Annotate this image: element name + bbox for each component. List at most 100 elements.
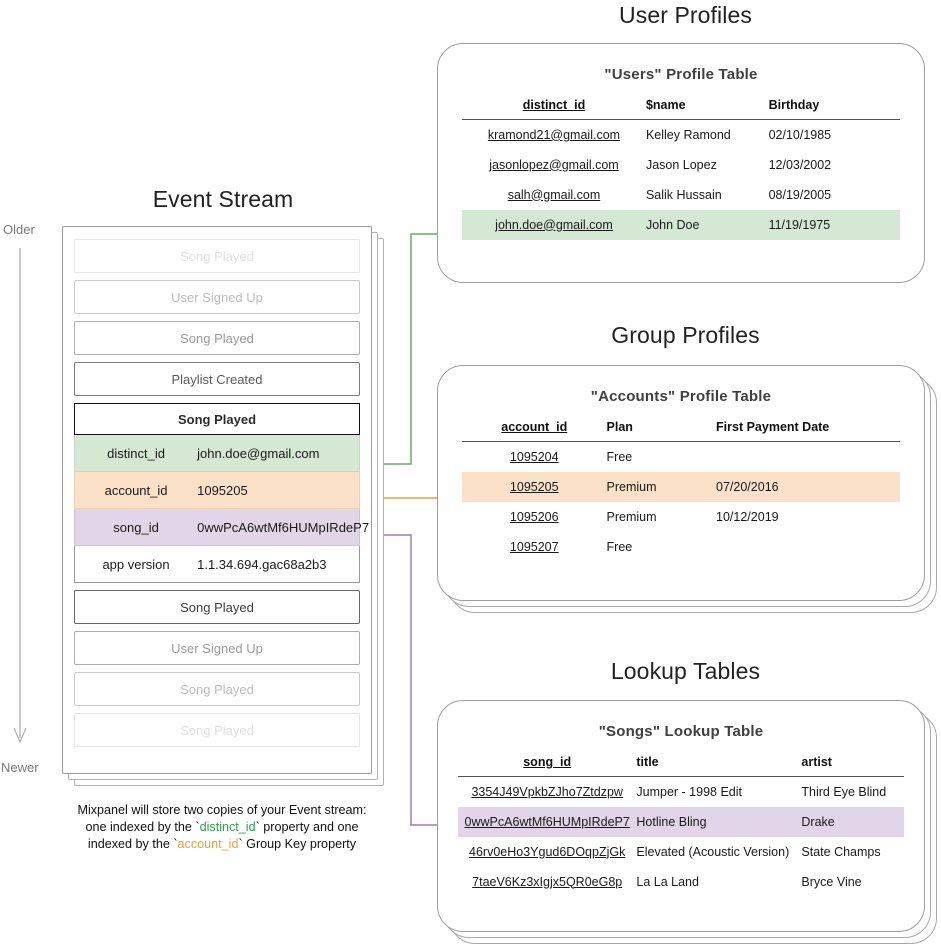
timeline-newer-label: Newer [1, 760, 39, 775]
table-row[interactable]: salh@gmail.com Salik Hussain 08/19/2005 [462, 180, 900, 210]
column-header-label: song_id [523, 755, 572, 769]
table-cell-text: John Doe [645, 217, 700, 232]
table-row[interactable]: john.doe@gmail.com John Doe 11/19/1975 [462, 209, 900, 240]
table-cell-text: Jumper - 1998 Edit [636, 784, 742, 799]
caption-text: Mixpanel will store two copies of your E… [32, 802, 412, 853]
table-cell: Jumper - 1998 Edit [636, 777, 801, 807]
table-cell: 08/19/2005 [769, 180, 900, 210]
column-header: distinct_id [462, 98, 646, 120]
table-cell-text: Third Eye Blind [801, 784, 887, 799]
column-header: $name [646, 98, 769, 120]
column-header: Plan [607, 420, 717, 442]
event-box[interactable]: Song Played [74, 672, 360, 706]
table-cell-text: 12/03/2002 [768, 157, 832, 172]
table-cell-text: 1095206 [509, 509, 559, 524]
table-cell [716, 442, 900, 472]
caption-line-3-suffix: ` Group Key property [238, 837, 357, 851]
table-cell-text: Premium [606, 509, 657, 524]
table-cell-text: 11/19/1975 [768, 217, 831, 232]
caption-line-3: indexed by the `account_id` Group Key pr… [32, 836, 412, 853]
table-cell: jasonlopez@gmail.com [462, 150, 646, 180]
lookup-tables-title: Lookup Tables [610, 658, 761, 684]
table-cell: Free [607, 442, 717, 472]
accounts-table-title: "Accounts" Profile Table [590, 388, 772, 405]
table-cell: Salik Hussain [646, 180, 769, 210]
table-cell: 1095206 [462, 502, 607, 532]
table-cell: Premium [606, 471, 717, 502]
table-cell: Jason Lopez [646, 150, 769, 180]
table-cell: Bryce Vine [801, 867, 904, 897]
table-cell: Premium [607, 502, 717, 532]
table-cell-text: john.doe@gmail.com [495, 217, 613, 232]
group-profiles-title: Group Profiles [611, 322, 760, 348]
table-cell: 10/12/2019 [716, 502, 900, 532]
table-cell-text: Hotline Bling [636, 814, 707, 829]
table-cell-text: 1095207 [509, 539, 559, 554]
caption-line-3-prefix: indexed by the ` [87, 837, 178, 851]
event-box[interactable]: Song Played [74, 713, 360, 747]
table-cell: john.doe@gmail.com [462, 209, 646, 240]
table-cell-text: Salik Hussain [645, 187, 722, 202]
event-box[interactable]: Song Played [74, 321, 360, 355]
table-row[interactable]: 1095207 Free [462, 532, 900, 562]
event-box[interactable]: Song Played [74, 239, 360, 273]
event-box[interactable]: Song Played [74, 590, 360, 624]
table-cell: 1095204 [462, 442, 607, 472]
column-header: First Payment Date [716, 420, 900, 442]
table-cell-text: 0wwPcA6wtMf6HUMpIRdeP7 [464, 814, 630, 829]
table-cell: 1095205 [462, 471, 607, 502]
table-cell-text: salh@gmail.com [507, 187, 601, 202]
event-box[interactable]: User Signed Up [74, 280, 360, 314]
table-row[interactable]: 1095206 Premium 10/12/2019 [462, 502, 900, 532]
column-header-label: distinct_id [522, 98, 586, 112]
event-property-value: 1095205 [197, 482, 248, 498]
event-property-value: 0wwPcA6wtMf6HUMpIRdeP7 [197, 519, 370, 535]
column-header: title [636, 755, 801, 777]
table-cell: John Doe [645, 209, 769, 240]
table-cell: Third Eye Blind [801, 777, 904, 807]
table-cell: Free [607, 532, 717, 562]
songs-table-title: "Songs" Lookup Table [598, 723, 764, 740]
table-cell: La La Land [636, 867, 801, 897]
table-cell-text: 02/10/1985 [768, 127, 832, 142]
table-cell: 46rv0eHo3Ygud6DOqpZjGk [458, 837, 636, 867]
column-header-label: Birthday [768, 98, 820, 112]
column-header-label: title [636, 755, 659, 769]
event-box[interactable]: User Signed Up [74, 631, 360, 665]
table-cell-text: Bryce Vine [801, 874, 862, 889]
column-header-label: artist [801, 755, 832, 769]
table-cell: Hotline Bling [636, 806, 802, 837]
table-cell [716, 532, 900, 562]
caption-line-1: Mixpanel will store two copies of your E… [77, 803, 367, 817]
table-cell-text: Free [606, 539, 633, 554]
table-cell: 7taeV6Kz3xIgjx5QR0eG8p [458, 867, 636, 897]
event-box[interactable]: Playlist Created [74, 362, 360, 396]
